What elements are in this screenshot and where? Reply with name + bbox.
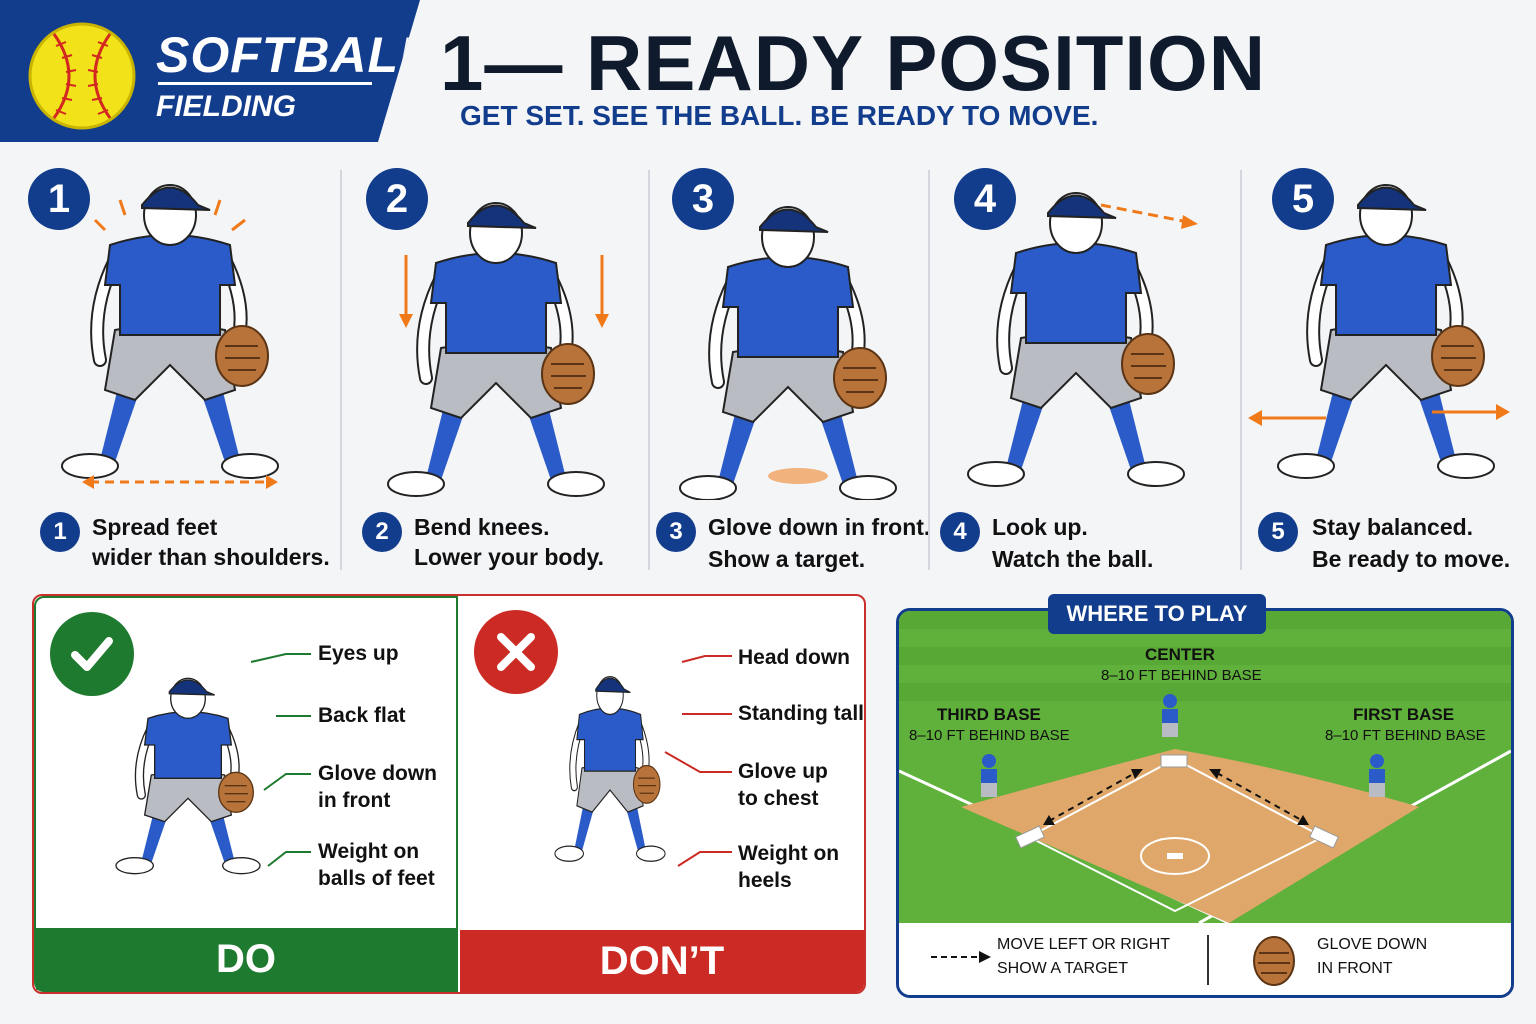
- page-title: 1— READY POSITION: [440, 19, 1267, 107]
- step-number-badge: 1: [28, 168, 90, 230]
- caption-number: 1: [40, 512, 80, 552]
- softball-icon: [28, 22, 136, 130]
- step-caption-line2: Be ready to move.: [1312, 546, 1511, 572]
- brand-subtitle: FIELDING: [156, 90, 296, 123]
- step-2: 2 2 Bend knees. Lower your body.: [342, 160, 648, 580]
- do-callout-lines: [250, 653, 311, 867]
- do-callout: Back flat: [318, 704, 406, 727]
- where-to-play-panel: CENTER 8–10 FT BEHIND BASE THIRD BASE 8–…: [896, 608, 1514, 998]
- x-mark-icon: [474, 610, 558, 694]
- step-divider: [1240, 170, 1242, 570]
- step-caption-line1: Stay balanced.: [1312, 514, 1474, 540]
- position-name-third-base: THIRD BASE: [937, 705, 1041, 724]
- dont-label-bar: DON’T: [460, 930, 864, 992]
- caption-number: 2: [362, 512, 402, 552]
- step-caption-line1: Spread feet: [92, 514, 218, 540]
- do-label-bar: DO: [36, 928, 456, 990]
- legend-divider: [1207, 935, 1209, 985]
- brand-title: SOFTBALL: [156, 27, 431, 83]
- steps-row: 1 1 Spread feet wider than shoulders. 2 …: [0, 160, 1536, 580]
- step-5: 5 5 Stay balanced. Be ready to move.: [1242, 160, 1536, 580]
- step-divider: [340, 170, 342, 570]
- step-divider: [928, 170, 930, 570]
- field-diagram: [899, 611, 1511, 923]
- step-caption-line2: wider than shoulders.: [92, 544, 330, 570]
- center-fielder-icon: [1162, 694, 1178, 737]
- position-distance-third-base: 8–10 FT BEHIND BASE: [909, 727, 1070, 744]
- position-distance-center: 8–10 FT BEHIND BASE: [1101, 667, 1262, 684]
- step-1: 1 1 Spread feet wider than shoulders.: [0, 160, 340, 580]
- step-3: 3 3 Glove down in front. Show a target.: [650, 160, 931, 580]
- caption-number: 5: [1258, 512, 1298, 552]
- player-figure: [20, 160, 320, 489]
- caption-number: 3: [656, 512, 696, 552]
- step-caption-line2: Watch the ball.: [992, 546, 1154, 572]
- first-base-fielder-icon: [1369, 754, 1385, 797]
- do-callout: Eyes up: [318, 642, 399, 665]
- step-caption-line1: Bend knees.: [414, 514, 550, 540]
- brand-divider: [158, 82, 372, 85]
- page-subtitle: GET SET. SEE THE BALL. BE READY TO MOVE.: [460, 100, 1099, 131]
- step-caption-line2: Lower your body.: [414, 544, 604, 570]
- caption-number: 4: [940, 512, 980, 552]
- dont-callout-lines: [664, 655, 732, 867]
- step-caption-line1: Look up.: [992, 514, 1088, 540]
- position-name-center: CENTER: [1145, 645, 1215, 664]
- step-number-badge: 2: [366, 168, 428, 230]
- brand-banner: SOFTBALL FIELDING: [0, 0, 420, 142]
- player-figure: [638, 160, 938, 500]
- player-figure: [926, 160, 1198, 500]
- step-divider: [648, 170, 650, 570]
- step-caption-line1: Glove down in front.: [708, 514, 931, 540]
- third-base-fielder-icon: [981, 754, 997, 797]
- player-figure: [1248, 160, 1510, 500]
- dont-callout: Head down: [738, 646, 851, 669]
- step-4: 4 4 Look up. Watch the ball.: [930, 160, 1240, 580]
- step-caption-line2: Show a target.: [708, 546, 866, 572]
- dont-callout: Standing tall: [738, 702, 864, 725]
- position-name-first-base: FIRST BASE: [1353, 705, 1455, 724]
- dashed-arrow-icon: [931, 951, 991, 963]
- checkmark-icon: [50, 612, 134, 696]
- glove-icon: [1253, 936, 1295, 986]
- field-title: WHERE TO PLAY: [1048, 594, 1266, 634]
- step-number-badge: 5: [1272, 168, 1334, 230]
- position-distance-first-base: 8–10 FT BEHIND BASE: [1325, 727, 1486, 744]
- step-number-badge: 3: [672, 168, 734, 230]
- step-number-badge: 4: [954, 168, 1016, 230]
- player-figure: [346, 160, 646, 500]
